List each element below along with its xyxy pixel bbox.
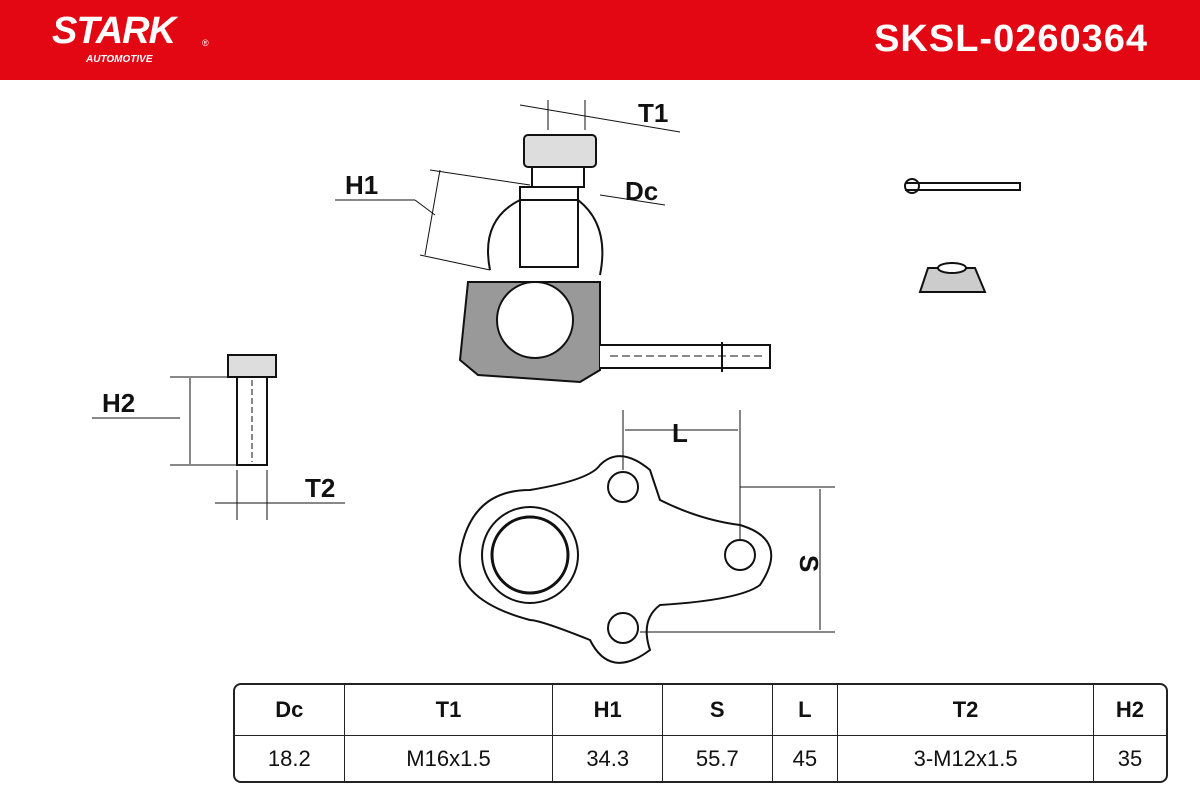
label-t1: T1	[638, 98, 669, 128]
label-h1: H1	[345, 170, 379, 200]
part-number: SKSL-0260364	[874, 18, 1148, 60]
table-row: 18.2 M16x1.5 34.3 55.7 45 3-M12x1.5 35	[235, 736, 1166, 781]
technical-drawing	[92, 100, 1021, 664]
table-cell: 55.7	[663, 736, 773, 781]
table-header: L	[772, 685, 839, 736]
label-t2: T2	[305, 473, 336, 503]
brand-logo: STARK ® AUTOMOTIVE	[52, 10, 209, 65]
flange-top-view	[458, 410, 835, 664]
brand-registered: ®	[202, 38, 209, 48]
table-cell: 18.2	[235, 736, 345, 781]
table-header: Dc	[235, 685, 345, 736]
table-header: H2	[1093, 685, 1166, 736]
table-cell: 35	[1117, 745, 1143, 771]
table-header-row: Dc T1 H1 S L T2 H2	[235, 685, 1166, 736]
table-header: T2	[838, 685, 1094, 736]
table-header: T1	[344, 685, 554, 736]
label-s: S	[794, 554, 825, 573]
table-cell: 45	[773, 736, 839, 781]
label-h2: H2	[102, 388, 136, 418]
ball-joint-side-view	[335, 100, 771, 384]
table-cell: M16x1.5	[345, 736, 554, 781]
label-l: L	[672, 418, 688, 448]
castle-nut	[918, 262, 987, 293]
table-header: H1	[553, 685, 663, 736]
table-header: S	[663, 685, 773, 736]
brand-sub: AUTOMOTIVE	[86, 54, 153, 65]
cotter-pin	[904, 178, 1021, 194]
table-cell: 34.3	[553, 736, 663, 781]
header-bar: STARK ® AUTOMOTIVE SKSL-0260364	[0, 0, 1200, 80]
spec-table: Dc T1 H1 S L T2 H2 18.2 M16x1.5 34.3 55.…	[233, 683, 1168, 783]
bolt	[92, 354, 345, 520]
table-cell: 3-M12x1.5	[838, 736, 1094, 781]
brand-name: STARK	[52, 10, 176, 52]
label-dc: Dc	[625, 176, 659, 206]
